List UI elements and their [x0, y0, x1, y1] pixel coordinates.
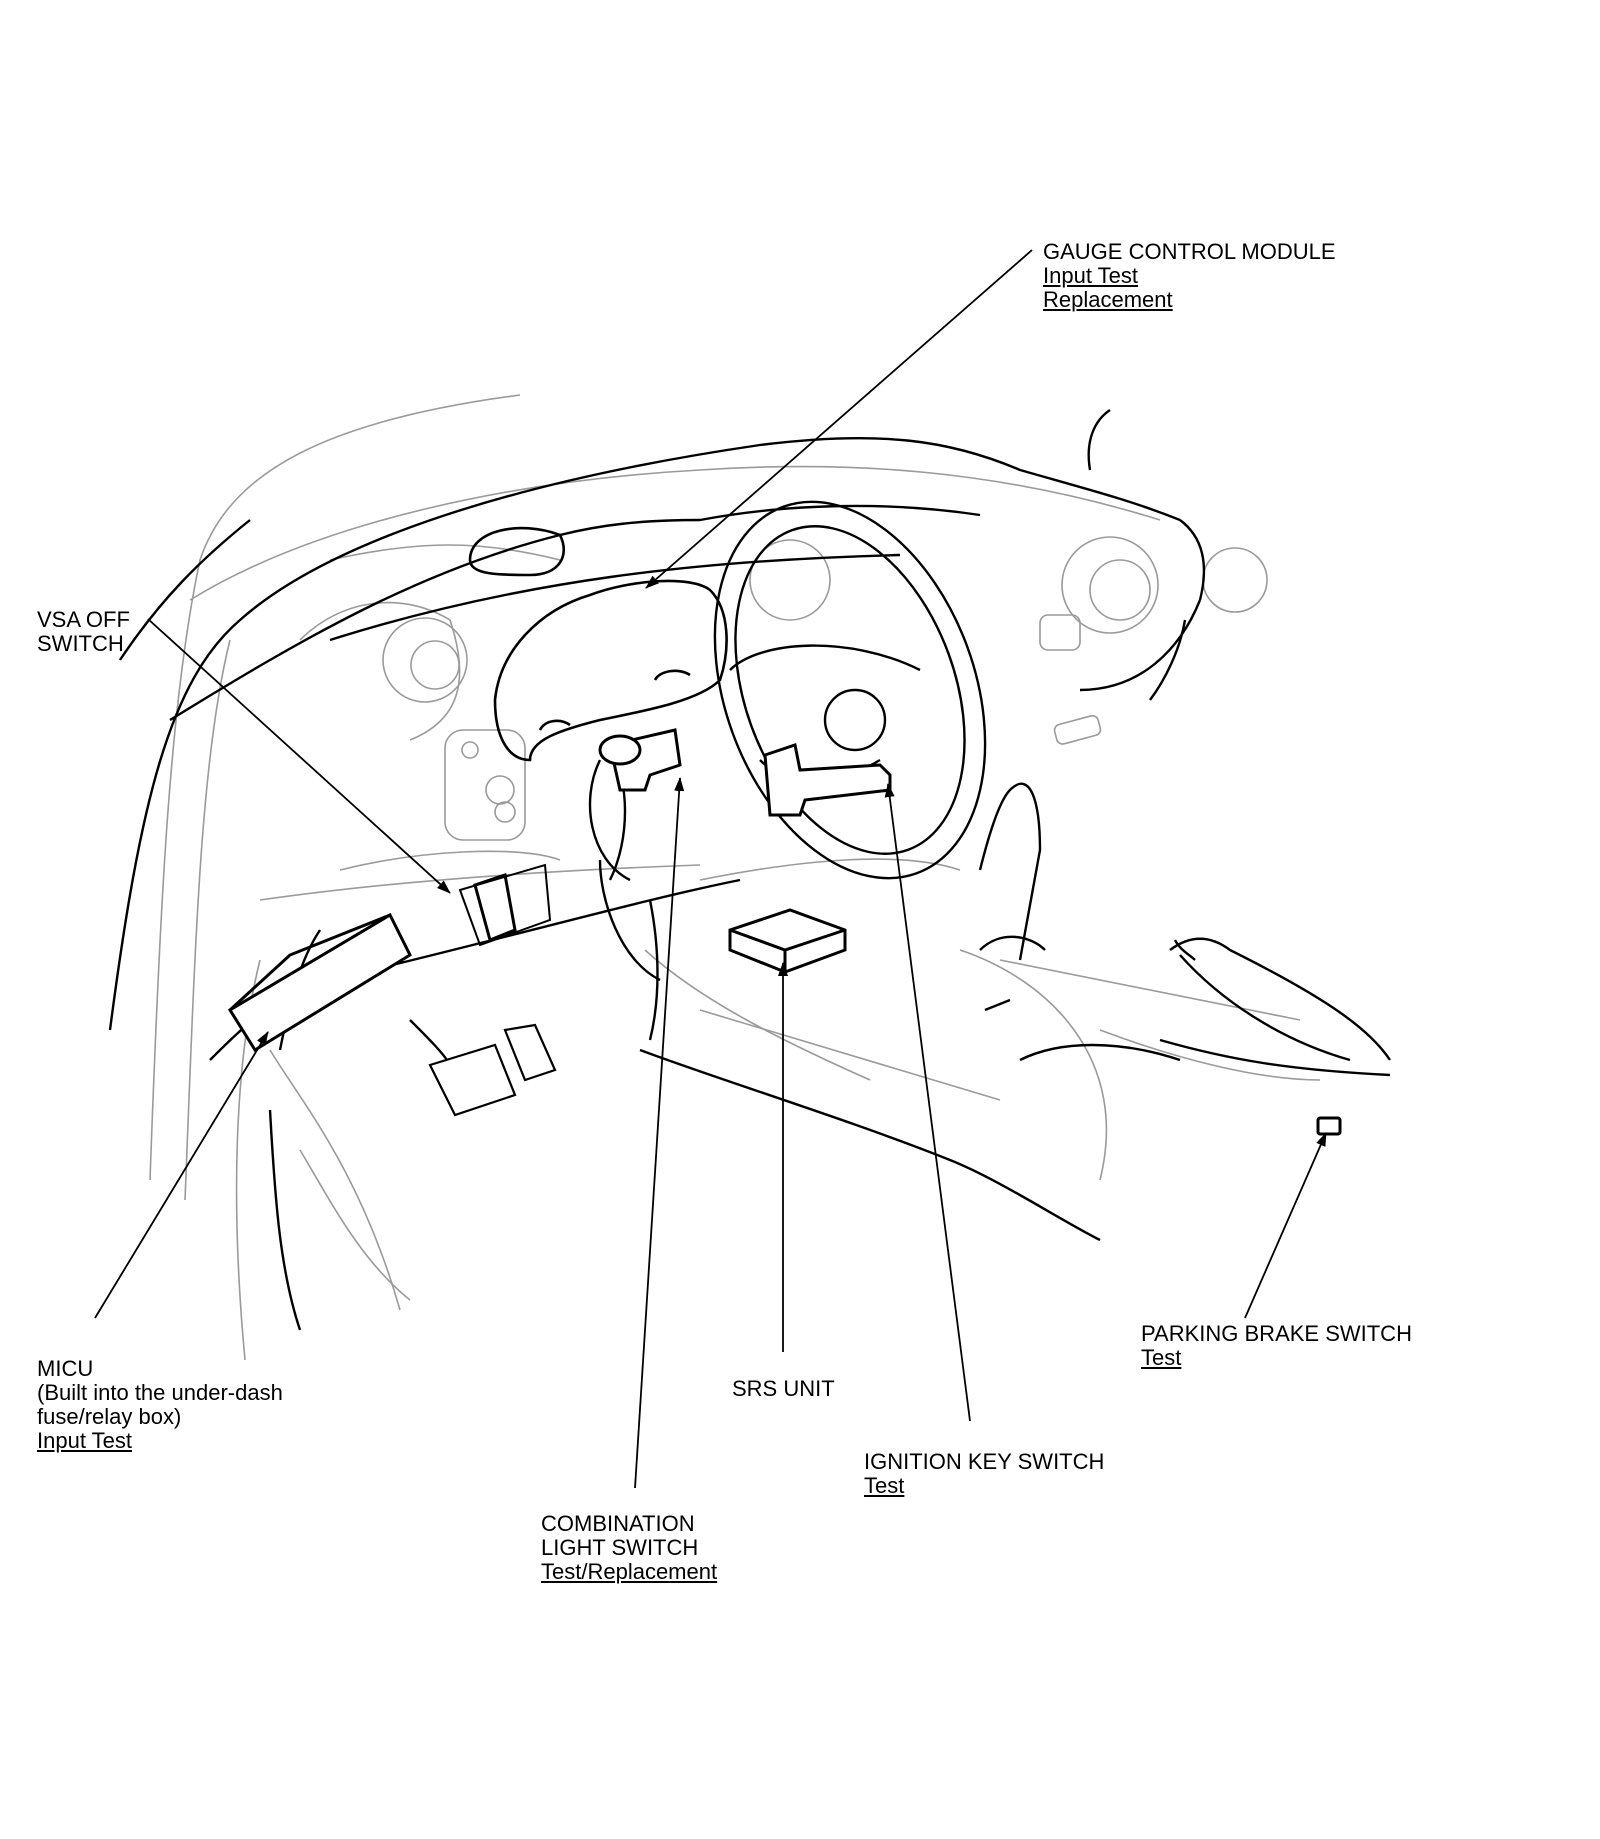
parking-brake-switch-shape	[1316, 1116, 1342, 1136]
micu-callout: MICU (Built into the under-dash fuse/rel…	[37, 1357, 283, 1453]
ignition-key-switch-shape	[763, 743, 892, 817]
cabin-sketch	[149, 394, 1321, 1361]
ignition-key-switch-callout: IGNITION KEY SWITCH Test	[864, 1450, 1104, 1498]
micu-shape	[227, 912, 412, 1053]
srs-unit-callout: SRS UNIT	[732, 1377, 835, 1401]
leader-parking-brake-switch	[1244, 1132, 1327, 1319]
combination-light-switch-title-line-1: COMBINATION	[541, 1511, 695, 1536]
micu-title: MICU	[37, 1356, 94, 1381]
srs-unit-title: SRS UNIT	[732, 1376, 835, 1401]
ignition-key-switch-title: IGNITION KEY SWITCH	[864, 1449, 1105, 1474]
leader-ignition-key-switch	[884, 783, 971, 1422]
gauge-hood	[468, 526, 728, 762]
vsa-off-switch-title-line-1: VSA OFF	[37, 607, 130, 632]
gauge-control-module-callout: GAUGE CONTROL MODULE Input Test Replacem…	[1043, 240, 1336, 312]
combination-light-switch-title-line-2: LIGHT SWITCH	[541, 1535, 699, 1560]
combination-light-switch-knob	[598, 734, 642, 766]
micu-note-line-1: (Built into the under-dash	[37, 1380, 283, 1405]
leader-gauge-control-module	[645, 249, 1033, 589]
leader-lines	[94, 249, 1327, 1489]
gauge-control-module-replacement-link[interactable]: Replacement	[1043, 287, 1173, 312]
leader-vsa-off-switch	[147, 618, 451, 894]
combination-light-switch-callout: COMBINATION LIGHT SWITCH Test/Replacemen…	[541, 1512, 717, 1584]
vsa-off-switch-title-line-2: SWITCH	[37, 631, 124, 656]
gauge-control-module-input-test-link[interactable]: Input Test	[1043, 263, 1138, 288]
vsa-off-switch-callout: VSA OFF SWITCH	[37, 608, 130, 656]
ignition-key-switch-test-link[interactable]: Test	[864, 1473, 905, 1498]
parking-brake-switch-title: PARKING BRAKE SWITCH	[1141, 1321, 1412, 1346]
pedal-shape	[428, 1043, 517, 1117]
micu-input-test-link[interactable]: Input Test	[37, 1428, 132, 1453]
leader-combination-light-switch	[634, 777, 685, 1489]
steering-wheel	[713, 500, 987, 880]
srs-unit-shape	[728, 908, 847, 974]
components	[227, 728, 1342, 1136]
vsa-off-switch-shape	[473, 873, 517, 943]
parking-brake-switch-callout: PARKING BRAKE SWITCH Test	[1141, 1322, 1412, 1370]
combination-light-switch-test-replacement-link[interactable]: Test/Replacement	[541, 1559, 718, 1584]
dashboard-outline	[108, 409, 1391, 1331]
micu-note-line-2: fuse/relay box)	[37, 1404, 182, 1429]
leader-micu	[94, 1031, 269, 1319]
gauge-control-module-title: GAUGE CONTROL MODULE	[1043, 239, 1336, 264]
parking-brake-switch-test-link[interactable]: Test	[1141, 1345, 1182, 1370]
